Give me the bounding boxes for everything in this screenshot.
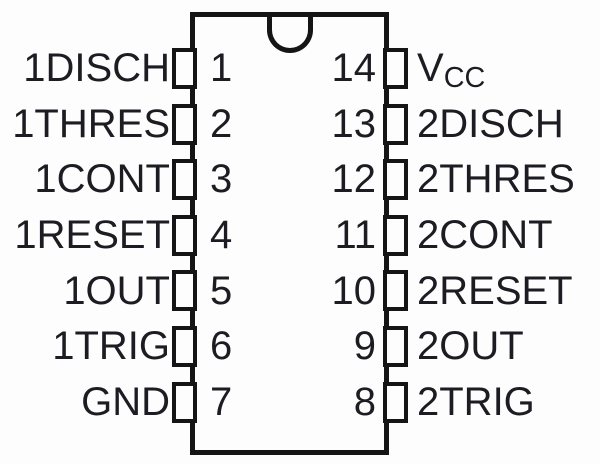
pin-number-6: 6 xyxy=(210,324,233,368)
pin-number-2: 2 xyxy=(210,102,233,146)
pin-lead-9 xyxy=(383,326,408,367)
pin-lead-6 xyxy=(172,326,197,367)
pin-label-2reset: 2RESET xyxy=(417,263,600,320)
pin-label-vcc: VCC xyxy=(417,40,600,97)
pin1-index-notch-icon xyxy=(266,16,313,53)
pin-label-2disch: 2DISCH xyxy=(417,96,600,153)
pin-number-8: 8 xyxy=(353,380,376,424)
pin-lead-4 xyxy=(172,215,197,256)
pin-lead-1 xyxy=(172,48,197,89)
pin-number-7: 7 xyxy=(210,380,233,424)
pin-lead-7 xyxy=(172,382,197,423)
pin-label-1disch: 1DISCH xyxy=(23,46,170,90)
pin-label-2thres: 2THRES xyxy=(417,151,600,208)
pin-label-text: 2CONT xyxy=(417,213,553,257)
pin-number-11: 11 xyxy=(334,213,376,257)
pin-label-text: 2DISCH xyxy=(417,102,564,146)
pin-number-13: 13 xyxy=(331,102,377,146)
pin-lead-2 xyxy=(172,104,197,145)
pin-number-10: 10 xyxy=(331,269,377,313)
pin-number-14: 14 xyxy=(331,46,377,90)
pin-number-12: 12 xyxy=(331,157,377,201)
pin-label-1thres: 1THRES xyxy=(12,102,170,146)
pin-label-1cont: 1CONT xyxy=(34,157,170,201)
pin-label-text: 2TRIG xyxy=(417,380,535,424)
pin-number-1: 1 xyxy=(210,46,233,90)
pin-lead-13 xyxy=(383,104,408,145)
pin-label-text: 2OUT xyxy=(417,324,524,368)
pin-label-2cont: 2CONT xyxy=(417,207,600,264)
pin-label-text: 2RESET xyxy=(417,269,573,313)
pin-label-text: 2THRES xyxy=(417,157,575,201)
pin-lead-12 xyxy=(383,159,408,200)
pin-lead-14 xyxy=(383,48,408,89)
pin-number-9: 9 xyxy=(353,324,376,368)
pin-lead-5 xyxy=(172,270,197,311)
pin-label-1out: 1OUT xyxy=(63,269,170,313)
pin-lead-10 xyxy=(383,270,408,311)
pin-label-gnd: GND xyxy=(81,380,170,424)
pin-lead-11 xyxy=(383,215,408,256)
pin-label-1reset: 1RESET xyxy=(14,213,170,257)
pin-label-1trig: 1TRIG xyxy=(52,324,170,368)
pin-label-2trig: 2TRIG xyxy=(417,374,600,431)
pin-number-4: 4 xyxy=(210,213,233,257)
vcc-label-subscript: CC xyxy=(443,61,486,94)
pin-lead-3 xyxy=(172,159,197,200)
pin-number-3: 3 xyxy=(210,157,233,201)
pin-label-2out: 2OUT xyxy=(417,318,600,375)
pin-lead-8 xyxy=(383,382,408,423)
pin-number-5: 5 xyxy=(210,269,233,313)
vcc-label-main: V xyxy=(417,46,444,90)
